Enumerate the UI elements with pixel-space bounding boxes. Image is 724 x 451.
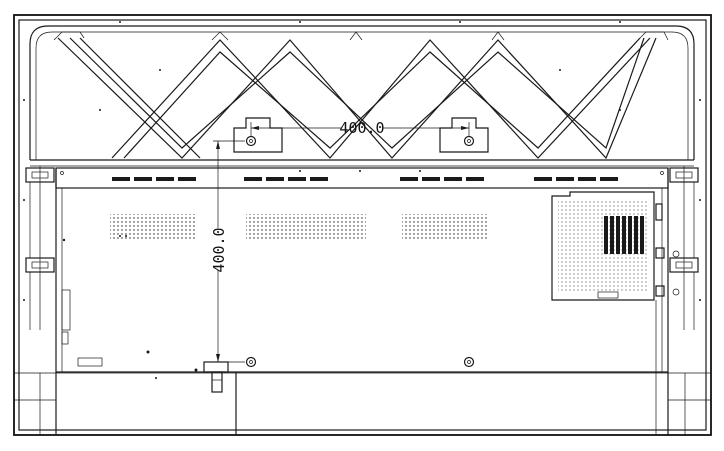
- left-side-handle: [25, 166, 55, 330]
- vertical-dimension-label: 400.0: [210, 227, 228, 272]
- outer-frame: [13, 14, 712, 436]
- power-connector: [203, 361, 229, 393]
- vesa-mount-plate-left: [233, 117, 283, 153]
- heat-sink-grid: [604, 216, 644, 254]
- left-io-connectors: [61, 238, 198, 372]
- vesa-mount-plate-right: [439, 117, 489, 153]
- horizontal-dimension: 400.0: [250, 119, 470, 137]
- right-side-handle: [669, 166, 699, 330]
- mount-hole-bottom-left: [245, 356, 257, 368]
- x-brace: [53, 31, 669, 160]
- mount-hole-top-right: [463, 135, 475, 147]
- vent-slots: [112, 177, 618, 181]
- mount-hole-top-left: [245, 135, 257, 147]
- screw-dots: [23, 21, 701, 379]
- vertical-dimension: 400.0: [210, 140, 245, 363]
- vent-rail: [55, 167, 669, 189]
- perforated-vents: [110, 214, 488, 240]
- horizontal-dimension-label: 400.0: [339, 119, 384, 137]
- upper-panel: [29, 25, 695, 167]
- mount-hole-bottom-right: [463, 356, 475, 368]
- electronics-module: [551, 191, 680, 301]
